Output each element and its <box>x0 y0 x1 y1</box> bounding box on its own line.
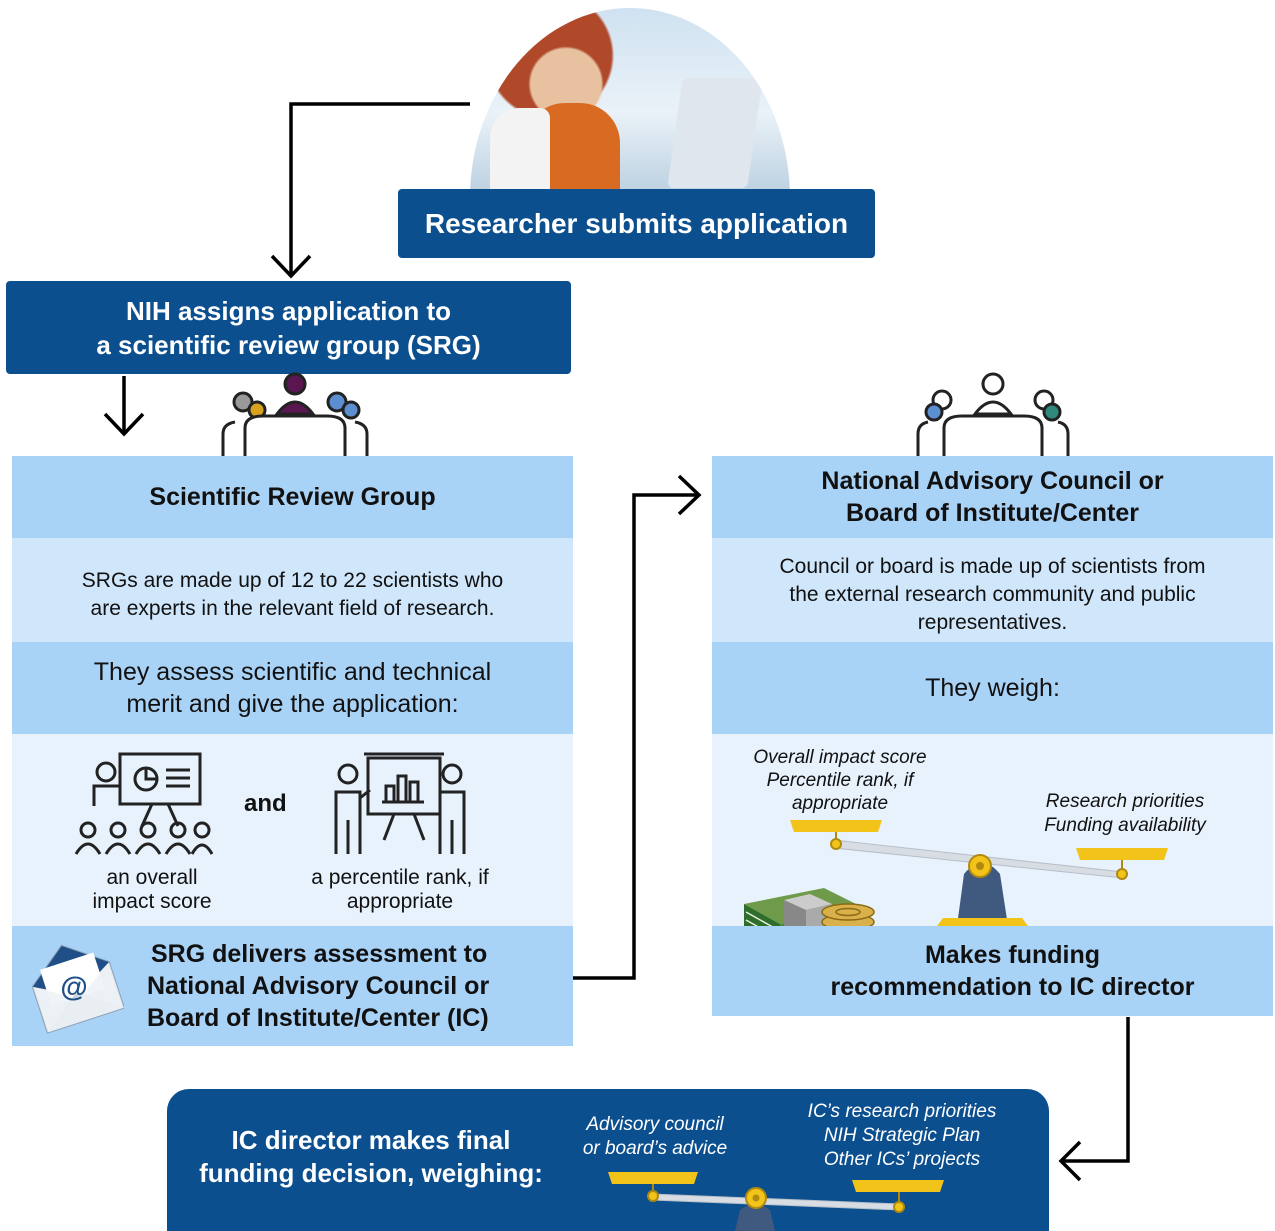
council-weigh-label: They weigh: <box>925 673 1060 702</box>
srg-delivers-line1: SRG delivers assessment to <box>151 940 488 968</box>
percentile-rank-caption: a percentile rank, if appropriate <box>290 866 510 914</box>
council-description-line3: representatives. <box>917 611 1068 634</box>
director-left-pan-line2: or board’s advice <box>582 1138 728 1159</box>
percentile-rank-line2: appropriate <box>346 890 454 913</box>
council-title-line1: National Advisory Council or <box>821 467 1164 495</box>
percentile-rank-line1: a percentile rank, if <box>311 866 489 889</box>
srg-title-box: Scientific Review Group <box>12 456 573 538</box>
council-description-box: Council or board is made up of scientist… <box>712 538 1273 642</box>
director-right-pan-line2: NIH Strategic Plan <box>823 1125 981 1146</box>
council-description-line1: Council or board is made up of scientist… <box>779 555 1206 578</box>
ic-director-text: IC director makes final funding decision… <box>185 1124 557 1190</box>
council-title-box: National Advisory Council or Board of In… <box>712 456 1273 538</box>
srg-assess-line2: merit and give the application: <box>126 690 459 718</box>
council-scale-icon <box>790 820 1168 926</box>
srg-description-line2: are experts in the relevant field of res… <box>90 597 495 620</box>
director-left-pan-line1: Advisory council <box>586 1114 724 1135</box>
arrow-researcher-to-nih <box>289 102 470 275</box>
srg-title: Scientific Review Group <box>149 482 436 511</box>
director-right-pan-text: IC’s research priorities NIH Strategic P… <box>782 1100 1022 1172</box>
ic-director-line1: IC director makes final <box>231 1125 511 1155</box>
srg-assess-line1: They assess scientific and technical <box>93 658 492 686</box>
researcher-submits-label: Researcher submits application <box>424 207 849 239</box>
chart-presentation-icon <box>334 752 466 854</box>
council-title-line2: Board of Institute/Center <box>845 499 1140 527</box>
researcher-submits-box: Researcher submits application <box>398 189 875 258</box>
impact-score-caption: an overall impact score <box>72 866 232 914</box>
arrow-srg-to-council <box>572 493 698 980</box>
council-left-pan-line3: appropriate <box>791 793 889 814</box>
council-weigh-box: They weigh: <box>712 642 1273 734</box>
srg-delivers-line3: Board of Institute/Center (IC) <box>147 1004 489 1032</box>
director-scale-icon <box>608 1172 944 1231</box>
srg-delivers-line2: National Advisory Council or <box>147 972 490 1000</box>
meeting-table-icon <box>221 372 369 458</box>
council-left-pan-text: Overall impact score Percentile rank, if… <box>730 746 950 815</box>
nih-assigns-box: NIH assigns application to a scientific … <box>6 281 571 374</box>
council-left-pan-line2: Percentile rank, if <box>766 770 914 791</box>
council-right-pan-text: Research priorities Funding availability <box>1010 790 1240 838</box>
council-right-pan-line2: Funding availability <box>1044 815 1206 836</box>
nih-assigns-line1: NIH assigns application to <box>125 295 452 326</box>
council-description-line2: the external research community and publ… <box>789 583 1196 606</box>
council-right-pan-line1: Research priorities <box>1045 791 1205 812</box>
council-left-pan-line1: Overall impact score <box>753 747 927 768</box>
arrow-council-to-director <box>1062 1017 1130 1163</box>
council-recommendation-line1: Makes funding <box>924 941 1100 969</box>
nih-assigns-line2: a scientific review group (SRG) <box>96 329 481 360</box>
srg-assess-box: They assess scientific and technical mer… <box>12 642 573 734</box>
envelope-icon: @ <box>31 944 124 1034</box>
srg-outputs-box <box>12 734 573 926</box>
ic-director-line2: funding decision, weighing: <box>199 1158 543 1188</box>
envelope-at-symbol: @ <box>60 971 87 1002</box>
director-right-pan-line1: IC’s research priorities <box>807 1101 997 1122</box>
impact-score-line1: an overall <box>106 866 198 889</box>
director-left-pan-text: Advisory council or board’s advice <box>560 1113 750 1161</box>
council-recommendation-line2: recommendation to IC director <box>830 973 1195 1001</box>
council-recommendation-box: Makes funding recommendation to IC direc… <box>712 926 1273 1016</box>
srg-description-box: SRGs are made up of 12 to 22 scientists … <box>12 538 573 642</box>
director-right-pan-line3: Other ICs’ projects <box>823 1149 981 1170</box>
srg-description-line1: SRGs are made up of 12 to 22 scientists … <box>81 569 504 592</box>
and-label: and <box>244 790 287 817</box>
presentation-icon <box>74 752 214 855</box>
council-meeting-icon <box>916 372 1070 458</box>
impact-score-line2: impact score <box>92 890 212 913</box>
